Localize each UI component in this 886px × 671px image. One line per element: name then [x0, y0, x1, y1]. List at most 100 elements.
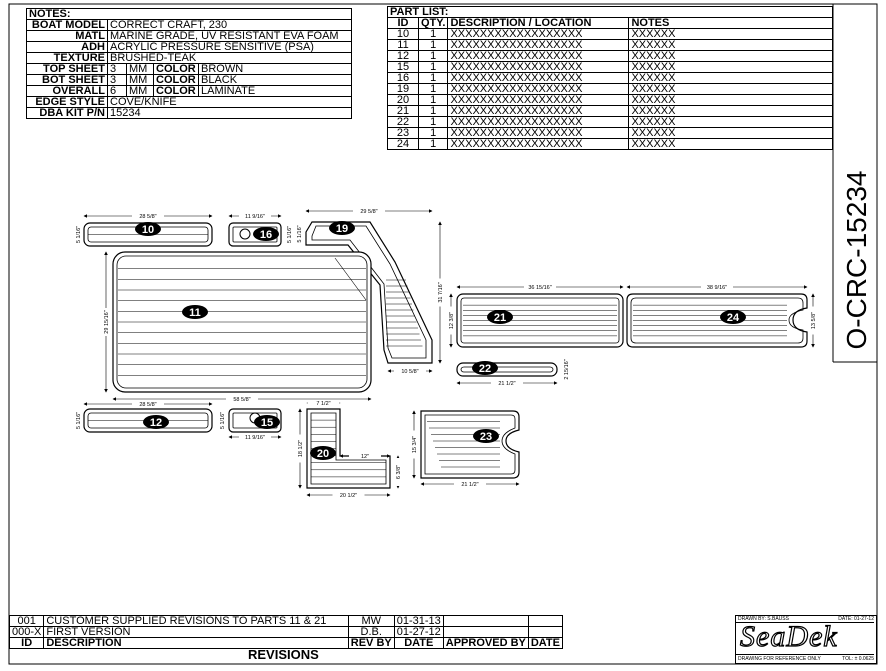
dimension-label: 20 1/2" [340, 493, 357, 499]
part-badge [143, 415, 169, 429]
part-24-inner [630, 297, 804, 344]
dimension-label-bg [132, 401, 164, 407]
part-badge-label: 11 [189, 307, 201, 319]
dimension-label-bg [448, 306, 454, 335]
revision-id: 001 [8, 615, 45, 627]
dimension-label-bg [239, 434, 271, 440]
revision-row: 001 CUSTOMER SUPPLIED REVISIONS TO PARTS… [8, 615, 564, 627]
dimension-label-bg [332, 492, 365, 498]
part-22-outline [456, 362, 558, 377]
part-badge-label: 19 [336, 223, 348, 235]
part-badge-label: 16 [260, 229, 272, 241]
revision-row: 000-X FIRST VERSION D.B. 01-27-12 [8, 626, 564, 638]
dimension-label: 21 1/2" [461, 482, 478, 488]
tolerance: TOL: ± 0.0625 [842, 656, 874, 662]
dimension-label: 7 1/2" [316, 401, 330, 407]
dimension-label: 31 7/16" [438, 282, 444, 302]
part-badge [473, 429, 499, 443]
dimension-label-bg [563, 355, 569, 384]
dimension-label-bg [226, 396, 258, 402]
seadek-logo: SeaDek [739, 619, 838, 653]
dimension-label-bg [701, 284, 733, 290]
part-badge [135, 222, 161, 236]
part-badge-label: 23 [480, 431, 492, 443]
part-qty: 1 [417, 138, 449, 150]
dimension-label: 11 9/16" [245, 435, 265, 441]
part-badge-label: 10 [142, 224, 154, 236]
part-21-outline-inner [460, 297, 620, 344]
dimension-label: 18 1/2" [298, 440, 304, 457]
dimension-label: 5 1/16" [220, 412, 226, 429]
title-block: DRAWN BY: S.BAUSS DATE: 01-27-12 SeaDek … [735, 615, 877, 664]
dimension-label: 58 5/8" [233, 397, 250, 403]
dimension-label-bg [810, 306, 816, 335]
dimension-label: 36 15/16" [528, 285, 551, 291]
dimension-layer: 28 5/8" 5 1/16" 11 9/16" 5 1/16" 29 5/8" 5 1/… [75, 208, 817, 499]
part-badge [487, 310, 513, 324]
dimension-label: 6 3/8" [396, 465, 402, 479]
dimension-label: 2 15/16" [564, 359, 570, 379]
part-23-outline [420, 410, 520, 479]
part-badge-label: 15 [261, 417, 273, 429]
part-11-outline-inner [116, 255, 368, 389]
part-list-table: PART LIST: ID QTY. DESCRIPTION / LOCATIO… [387, 6, 833, 150]
dimension-label: 29 15/16" [104, 310, 110, 333]
part-badge [472, 361, 498, 375]
dimension-label: 29 5/8" [360, 209, 377, 215]
dimension-label: 38 9/16" [707, 285, 727, 291]
dimension-label: 5 1/16" [287, 226, 293, 243]
dimension-label-bg [219, 406, 225, 435]
part-badge [720, 310, 746, 324]
dimension-label: 28 5/8" [139, 214, 156, 220]
drawing-number: O-CRC-15234 [841, 171, 872, 350]
part-badge [253, 227, 279, 241]
dimension-label-bg [307, 400, 340, 406]
part-notes: XXXXXX [628, 138, 833, 150]
dimension-label: 13 5/8" [811, 312, 817, 329]
dimension-label-bg [411, 430, 417, 459]
part-23-inner [424, 414, 516, 475]
revisions-table: 001 CUSTOMER SUPPLIED REVISIONS TO PARTS… [8, 615, 564, 649]
dimension-label: 28 5/8" [139, 402, 156, 408]
part-description: XXXXXXXXXXXXXXXXXX [447, 138, 630, 150]
part-badge [182, 305, 208, 319]
dimension-label-bg [75, 406, 81, 435]
revision-id: 000-X [8, 626, 45, 638]
part-badge [310, 446, 336, 460]
dimension-label-bg [296, 220, 302, 248]
part-badge-label: 12 [150, 417, 162, 429]
dimension-label: 21 1/2" [498, 381, 515, 387]
part-badge-label: 20 [317, 448, 329, 460]
revisions-title: REVISIONS [248, 647, 319, 662]
dimension-label-bg [353, 208, 385, 214]
part-badge-label: 21 [494, 312, 506, 324]
dimension-label-bg [132, 213, 164, 219]
part-22-outline-inner [460, 366, 554, 373]
dimension-label-bg [491, 380, 523, 386]
part-11-notch [334, 257, 367, 301]
dimension-label-bg [437, 278, 443, 307]
dimension-label: 5 1/16" [297, 225, 303, 242]
drawing-date: DATE: 01-27-12 [838, 616, 874, 622]
dimension-label-bg [454, 481, 486, 487]
sheet-border [8, 3, 878, 665]
dimension-label: 15 3/4" [412, 436, 418, 453]
revision-header: ID DESCRIPTION REV BY DATE APPROVED BY D… [8, 637, 564, 649]
dimension-label: 12" [361, 454, 369, 460]
dimension-label: 5 1/16" [76, 226, 82, 243]
part-badge-label: 24 [727, 312, 740, 324]
dimension-label-bg [103, 308, 109, 336]
drawn-by: DRAWN BY: S.BAUSS [738, 616, 789, 622]
